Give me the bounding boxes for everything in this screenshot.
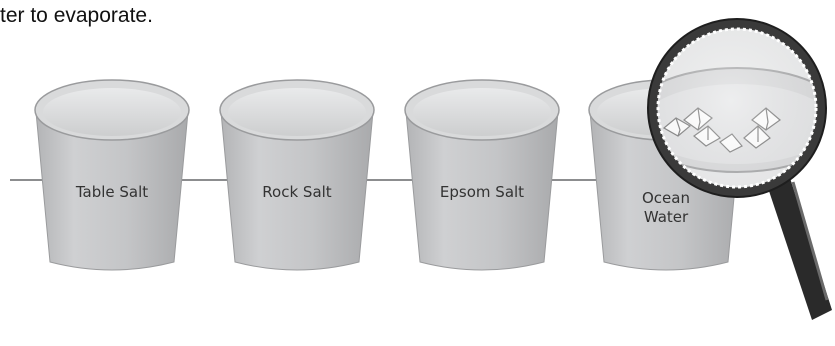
cup-label: Water [644, 208, 689, 226]
cup-label: Table Salt [75, 183, 148, 201]
cup-label: Ocean [642, 189, 690, 207]
cup-table-salt: Table Salt [35, 80, 189, 270]
cup-rock-salt: Rock Salt [220, 80, 374, 270]
cup-epsom-salt: Epsom Salt [405, 80, 559, 270]
cup-label: Epsom Salt [440, 183, 524, 201]
cup-label: Rock Salt [262, 183, 332, 201]
